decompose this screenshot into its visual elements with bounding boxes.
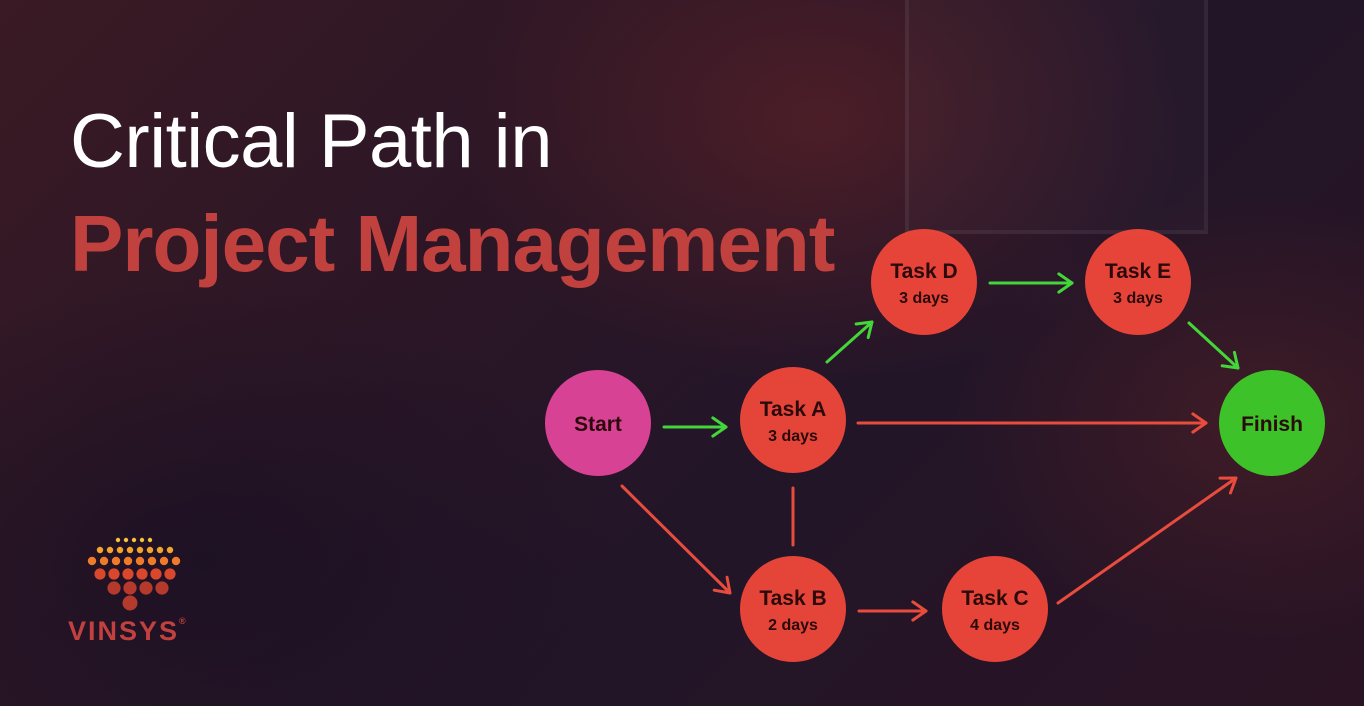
edge-task-a-to-task-d [825,320,874,364]
node-circle [1219,370,1325,476]
arrowhead-icon [711,416,728,438]
edge-task-b-to-task-c [857,600,928,622]
edge-task-c-to-finish [1056,476,1238,605]
node-finish: Finish [1219,370,1325,476]
arrowhead-icon [911,600,928,622]
arrowhead-icon [1057,272,1074,294]
arrowhead-icon [854,320,874,340]
arrowhead-icon [1220,350,1240,370]
node-start: Start [545,370,651,476]
edge-task-e-to-finish [1187,321,1240,370]
brand-name: VINSYS® [68,616,188,647]
edge-line [1056,476,1238,605]
node-label: Task D [890,260,957,283]
node-circle [740,367,846,473]
node-task-b: Task B 2 days [740,556,846,662]
node-duration: 3 days [1113,290,1163,307]
node-duration: 3 days [768,428,818,445]
node-label: Start [574,413,622,436]
edges-layer [620,272,1240,622]
node-circle [740,556,846,662]
node-duration: 3 days [899,290,949,307]
node-task-e: Task E 3 days [1085,229,1191,335]
background-frame [905,0,1208,234]
node-task-c: Task C 4 days [942,556,1048,662]
node-circle [1085,229,1191,335]
node-circle [545,370,651,476]
node-circle [871,229,977,335]
node-circle [942,556,1048,662]
node-label: Finish [1241,413,1303,436]
vinsys-logo-icon [87,537,181,611]
brand-name-text: VINSYS [68,616,180,646]
arrowhead-icon [1218,476,1238,495]
edge-start-to-task-b [620,484,732,595]
edge-start-to-task-a [662,416,728,438]
edge-task-a-to-finish [856,412,1208,434]
node-label: Task A [760,398,827,421]
edge-line [1187,321,1240,370]
title-line-2: Project Management [70,199,835,288]
node-label: Task E [1105,260,1171,283]
arrowhead-icon [1191,412,1208,434]
node-label: Task C [961,587,1028,610]
node-task-d: Task D 3 days [871,229,977,335]
registered-mark: ® [179,616,188,626]
node-duration: 4 days [970,617,1020,634]
edge-task-d-to-task-e [988,272,1074,294]
node-label: Task B [759,587,826,610]
node-duration: 2 days [768,617,818,634]
node-task-a: Task A 3 days [740,367,846,473]
edge-line [825,320,874,364]
arrowhead-icon [712,575,732,595]
edge-line [620,484,732,595]
title-line-1: Critical Path in [70,99,552,184]
